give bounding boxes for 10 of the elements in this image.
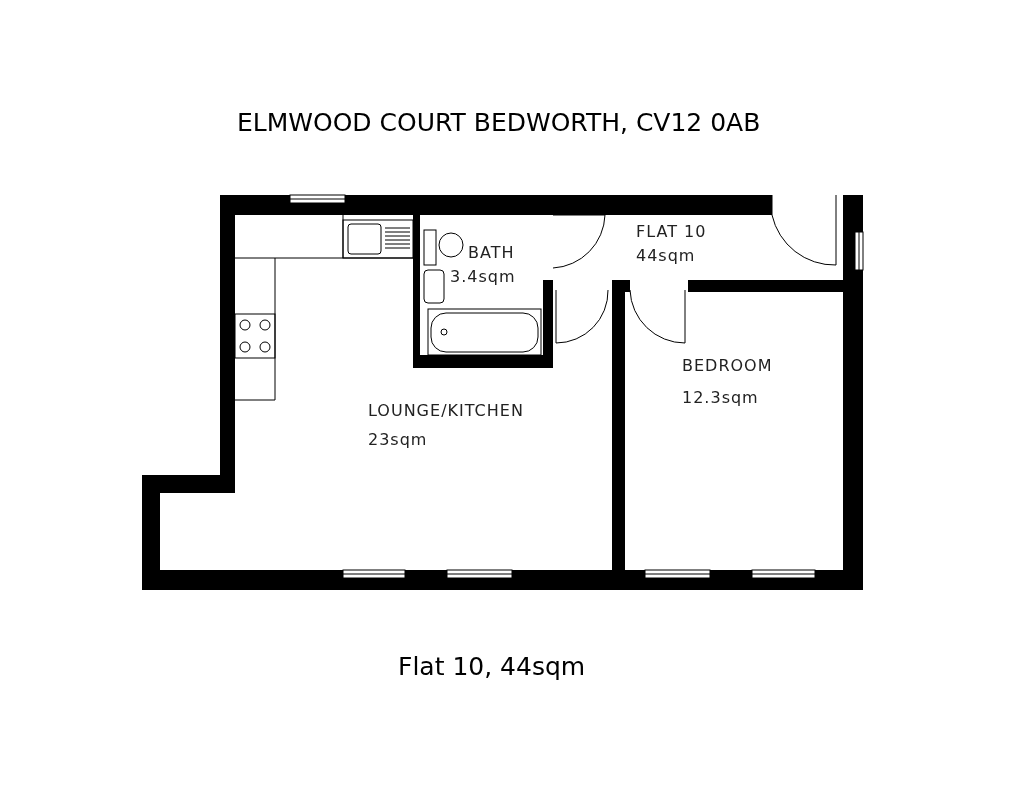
room-name: LOUNGE/KITCHEN <box>368 401 524 420</box>
room-name: FLAT 10 <box>636 222 707 241</box>
room-name: BATH <box>468 243 515 262</box>
room-name: BEDROOM <box>682 356 773 375</box>
area-label: 23sqm <box>368 430 428 449</box>
area-label: 44sqm <box>636 246 696 265</box>
plan-caption: Flat 10, 44sqm <box>398 652 586 681</box>
area-label: 3.4sqm <box>450 267 516 286</box>
plan-title: ELMWOOD COURT BEDWORTH, CV12 0AB <box>237 108 761 137</box>
area-label: 12.3sqm <box>682 388 759 407</box>
